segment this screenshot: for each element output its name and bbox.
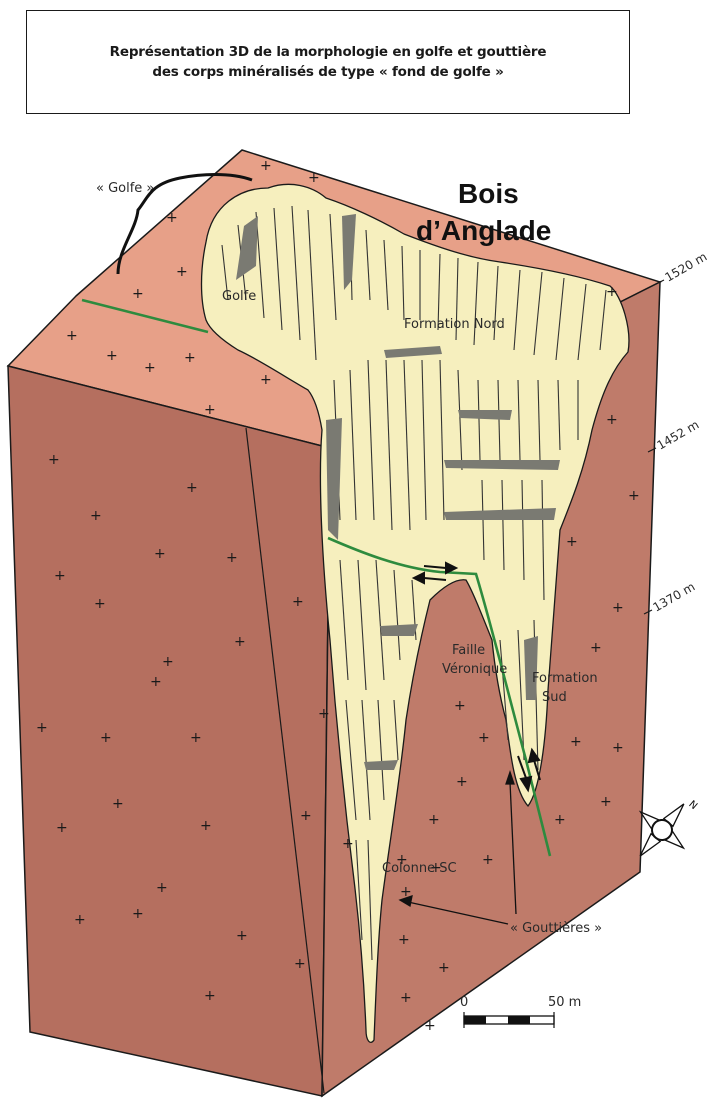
gouttieres-label: « Gouttières » (510, 921, 602, 936)
svg-text:+: + (204, 402, 216, 418)
north-label: N (686, 799, 699, 812)
formation-sud-label-line-2: Sud (542, 690, 567, 705)
svg-text:+: + (94, 596, 106, 612)
svg-text:+: + (456, 774, 468, 790)
svg-text:+: + (612, 740, 624, 756)
svg-text:+: + (612, 600, 624, 616)
svg-text:+: + (590, 640, 602, 656)
svg-text:+: + (144, 360, 156, 376)
svg-text:+: + (234, 634, 246, 650)
faille-label-line-1: Faille (452, 643, 485, 658)
svg-text:+: + (566, 534, 578, 550)
svg-text:+: + (438, 960, 450, 976)
svg-text:+: + (318, 706, 330, 722)
svg-text:+: + (236, 928, 248, 944)
faille-label-line-2: Véronique (442, 662, 507, 677)
svg-text:+: + (90, 508, 102, 524)
svg-text:+: + (482, 852, 494, 868)
svg-text:+: + (300, 808, 312, 824)
svg-text:+: + (628, 488, 640, 504)
formation-sud-label-line-1: Formation (532, 671, 598, 686)
golfe-label: Golfe (222, 289, 256, 304)
svg-text:+: + (204, 988, 216, 1004)
svg-text:+: + (478, 730, 490, 746)
svg-text:+: + (154, 546, 166, 562)
colonne-sc-label: Colonne SC (382, 861, 457, 876)
svg-text:+: + (66, 328, 78, 344)
formation-nord-label: Formation Nord (404, 317, 505, 332)
svg-text:+: + (184, 350, 196, 366)
golfe-bracket-label: « Golfe » (96, 181, 154, 196)
svg-text:+: + (294, 956, 306, 972)
svg-text:+: + (74, 912, 86, 928)
svg-text:+: + (54, 568, 66, 584)
svg-text:+: + (454, 698, 466, 714)
elevation-1452: 1452 m (655, 417, 702, 452)
svg-text:+: + (260, 158, 272, 174)
scale-bar-zero: 0 (460, 995, 468, 1010)
svg-text:+: + (200, 818, 212, 834)
svg-text:+: + (398, 932, 410, 948)
svg-text:+: + (260, 372, 272, 388)
svg-text:+: + (554, 812, 566, 828)
svg-text:+: + (428, 812, 440, 828)
svg-text:+: + (400, 990, 412, 1006)
svg-text:+: + (292, 594, 304, 610)
svg-text:+: + (600, 794, 612, 810)
svg-text:+: + (48, 452, 60, 468)
svg-text:+: + (100, 730, 112, 746)
svg-text:+: + (56, 820, 68, 836)
svg-text:+: + (106, 348, 118, 364)
svg-text:+: + (162, 654, 174, 670)
svg-text:+: + (342, 836, 354, 852)
svg-text:+: + (112, 796, 124, 812)
svg-text:+: + (424, 1018, 436, 1034)
elevation-1520: 1520 m (663, 249, 710, 284)
svg-text:+: + (606, 284, 618, 300)
svg-text:+: + (606, 412, 618, 428)
svg-text:+: + (36, 720, 48, 736)
svg-text:+: + (156, 880, 168, 896)
svg-text:+: + (570, 734, 582, 750)
svg-text:+: + (226, 550, 238, 566)
svg-text:+: + (132, 286, 144, 302)
svg-text:+: + (186, 480, 198, 496)
svg-text:+: + (150, 674, 162, 690)
svg-text:+: + (176, 264, 188, 280)
svg-text:+: + (166, 210, 178, 226)
bois-anglade-line-1: Bois (458, 178, 519, 209)
scale-bar (464, 1012, 554, 1028)
scale-bar-end: 50 m (548, 995, 581, 1010)
svg-text:+: + (308, 170, 320, 186)
svg-text:+: + (190, 730, 202, 746)
bois-anglade-line-2: d’Anglade (416, 215, 551, 246)
elevation-1370: 1370 m (651, 579, 698, 614)
svg-text:+: + (132, 906, 144, 922)
